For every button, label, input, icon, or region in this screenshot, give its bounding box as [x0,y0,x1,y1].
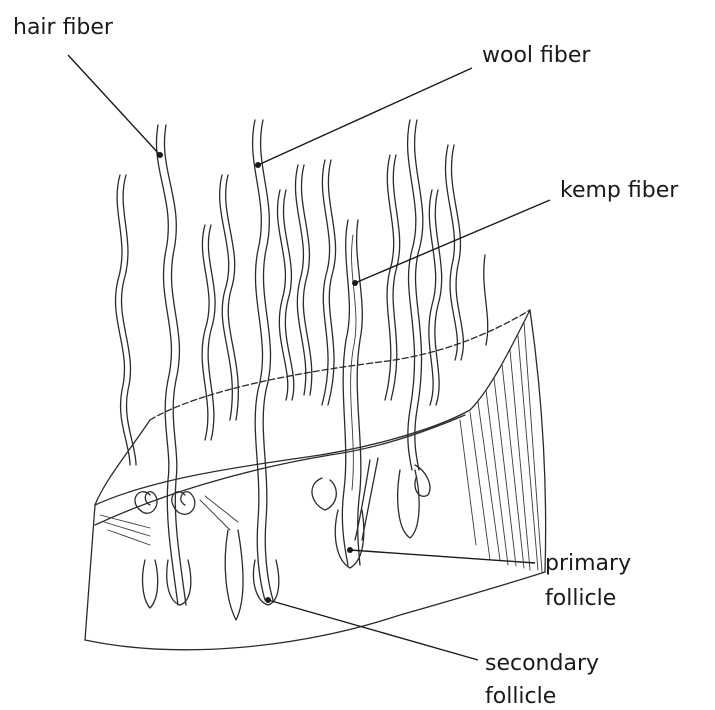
leaders [68,55,550,660]
fiber-2b [208,225,215,440]
fiber-10b [452,145,464,360]
hair-fiber-leader-dot [157,152,163,158]
left-small-follicle [143,560,158,608]
label-secondary-follicle-line1: secondary [485,651,599,676]
label-secondary-follicle-line2: follicle [485,684,556,709]
right-face-hatching [460,322,542,572]
dermis-boundary [95,415,465,525]
inner-follicle-line-1 [355,460,370,540]
skin-bottom-edge [85,572,545,650]
fiber-8b [415,120,423,470]
fiber-8 [408,120,416,470]
sebaceous-gland-kemp [312,478,336,510]
follicles [135,458,430,620]
skin-block [85,310,546,650]
inner-follicle-line-2 [362,458,378,540]
hair-fiber-left-edge [156,125,178,605]
secondary-follicle-extra [225,530,243,620]
secondary-follicle-leader [268,600,478,660]
skin-front-left-edge [85,505,95,640]
wool-fibers [116,120,488,470]
sweat-gland-left [135,492,157,514]
kemp-fiber-right-edge [357,220,363,565]
kemp-fiber-leader [355,200,550,283]
fiber-5b [301,165,311,395]
fiber-7b [391,155,400,400]
fiber-4 [277,190,287,400]
wool-fiber-left-edge [253,120,265,600]
kemp-fiber-shape [342,220,362,565]
wool-fiber-leader [258,68,472,165]
fiber-2 [202,225,209,440]
label-hair-fiber: hair fiber [13,15,114,40]
hair-follicle-bulb [167,560,191,605]
skin-surface-front-edge [95,310,530,505]
kemp-fiber-leader-dot [352,280,358,286]
fiber-4b [283,190,293,400]
secondary-follicle-leader-dot [265,597,271,603]
primary-follicle-leader-dot [347,547,353,553]
labels: hair fiber wool fiber kemp fiber primary… [13,15,679,709]
fiber-left-1b [122,175,136,465]
wool-fiber-leader-dot [255,162,261,168]
wool-fiber-shape [253,120,273,600]
label-primary-follicle-line1: primary [545,551,631,576]
hair-fiber-shape [156,125,186,605]
fiber-9b [435,190,442,405]
label-primary-follicle-line2: follicle [545,586,616,611]
kemp-fiber-left-edge [342,220,349,565]
fiber-9 [429,190,436,405]
fiber-7 [385,155,394,400]
label-wool-fiber: wool fiber [482,43,591,68]
fiber-3 [220,175,233,420]
fiber-5 [295,165,305,395]
fiber-6 [322,160,330,405]
fiber-11 [484,255,488,345]
hair-fiber-right-edge [164,125,186,605]
hair-fiber-leader [68,55,160,155]
label-kemp-fiber: kemp fiber [560,178,679,203]
